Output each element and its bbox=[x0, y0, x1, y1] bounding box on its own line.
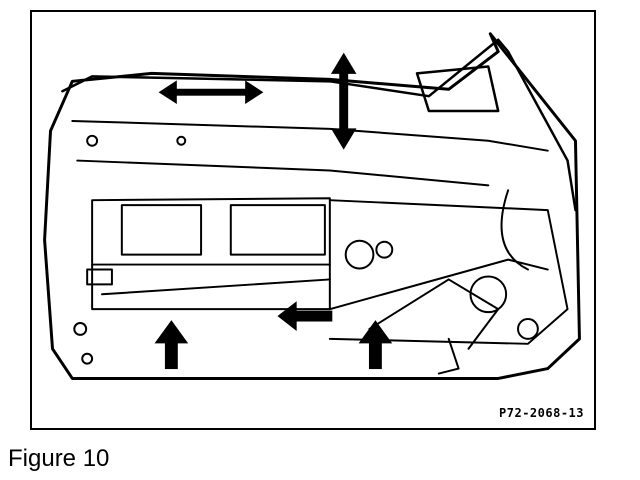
window-regulator bbox=[328, 199, 569, 345]
window-frame bbox=[61, 38, 577, 212]
figure-code: P72-2068-13 bbox=[499, 406, 584, 420]
figure-caption: Figure 10 bbox=[8, 445, 110, 472]
up-arrow-right bbox=[358, 320, 393, 370]
vertical-double-arrow bbox=[330, 52, 357, 150]
diagram-frame: P72-2068-13 bbox=[30, 10, 596, 430]
horizontal-double-arrow bbox=[158, 80, 264, 105]
left-arrow bbox=[277, 301, 333, 331]
mirror bbox=[415, 65, 500, 113]
up-arrow-left bbox=[154, 320, 189, 370]
door-outline bbox=[43, 32, 581, 380]
door-panel-diagram bbox=[43, 32, 581, 380]
upper-rail bbox=[71, 119, 549, 152]
